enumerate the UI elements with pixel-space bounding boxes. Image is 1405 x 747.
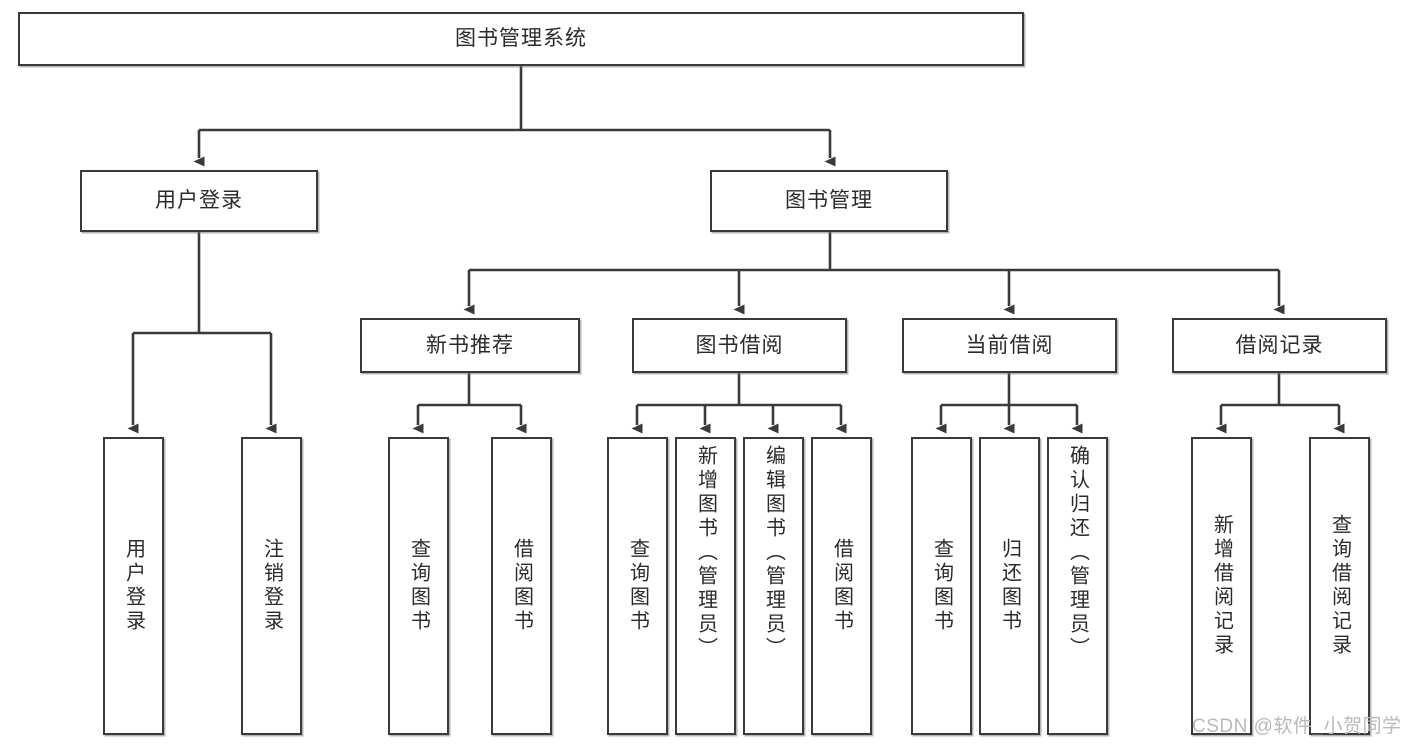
leaf-query-book-borrow[interactable]: 查询图书 — [607, 437, 668, 735]
leaf-edit-book-admin[interactable]: 编辑图书（管理员） — [743, 437, 804, 735]
node-current-borrow[interactable]: 当前借阅 — [902, 318, 1117, 373]
node-label: 新增图书（管理员） — [694, 445, 717, 661]
node-label: 借阅图书 — [830, 538, 853, 634]
node-label: 新书推荐 — [426, 333, 514, 357]
node-label: 查询图书 — [407, 538, 430, 634]
node-label: 借阅记录 — [1235, 333, 1324, 357]
node-new-book-recommend[interactable]: 新书推荐 — [360, 318, 580, 373]
node-label: 确认归还（管理员） — [1066, 445, 1089, 661]
node-book-management[interactable]: 图书管理 — [710, 170, 948, 232]
watermark: CSDN @软件_小贺同学 — [1192, 716, 1402, 737]
node-root-system[interactable]: 图书管理系统 — [18, 12, 1024, 66]
leaf-borrow-book[interactable]: 借阅图书 — [811, 437, 872, 735]
node-label: 编辑图书（管理员） — [762, 445, 785, 661]
node-label: 查询图书 — [930, 538, 953, 634]
node-label: 用户登录 — [122, 538, 145, 634]
node-label: 借阅图书 — [510, 538, 533, 634]
node-borrow-records[interactable]: 借阅记录 — [1172, 318, 1387, 373]
leaf-user-login[interactable]: 用户登录 — [103, 437, 164, 735]
node-label: 归还图书 — [998, 538, 1021, 634]
leaf-return-book[interactable]: 归还图书 — [979, 437, 1040, 735]
leaf-query-book-current[interactable]: 查询图书 — [911, 437, 972, 735]
node-label: 查询借阅记录 — [1328, 514, 1351, 658]
node-label: 查询图书 — [626, 538, 649, 634]
leaf-confirm-return-admin[interactable]: 确认归还（管理员） — [1047, 437, 1108, 735]
leaf-add-book-admin[interactable]: 新增图书（管理员） — [675, 437, 736, 735]
node-book-borrow[interactable]: 图书借阅 — [632, 318, 847, 373]
leaf-add-borrow-record[interactable]: 新增借阅记录 — [1191, 437, 1252, 735]
node-label: 图书管理系统 — [455, 27, 587, 51]
leaf-borrow-book-recommend[interactable]: 借阅图书 — [491, 437, 552, 735]
node-label: 图书管理 — [785, 189, 873, 213]
leaf-query-borrow-record[interactable]: 查询借阅记录 — [1309, 437, 1370, 735]
node-label: 用户登录 — [155, 189, 243, 213]
node-user-login[interactable]: 用户登录 — [80, 170, 318, 232]
node-label: 图书借阅 — [695, 333, 784, 357]
node-label: 注销登录 — [260, 538, 283, 634]
node-label: 当前借阅 — [965, 333, 1054, 357]
leaf-logout[interactable]: 注销登录 — [241, 437, 302, 735]
leaf-query-book-recommend[interactable]: 查询图书 — [388, 437, 449, 735]
node-label: 新增借阅记录 — [1210, 514, 1233, 658]
